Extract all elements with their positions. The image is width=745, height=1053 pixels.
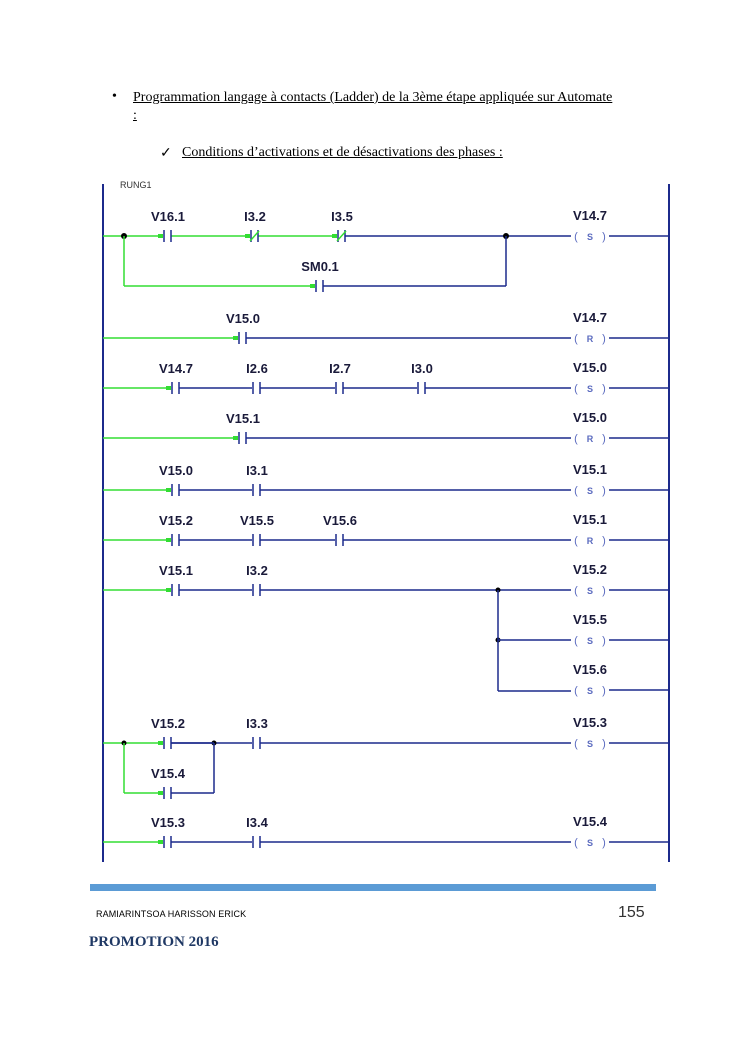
net1-contact-1-label: V16.1 — [151, 209, 185, 224]
net9-contact-1-label: V15.3 — [151, 815, 185, 830]
net8-parallel-contact-label: V15.4 — [151, 766, 186, 781]
net7-coil-2-paren-left: ( — [574, 635, 578, 647]
bullet-symbol: • — [112, 89, 117, 104]
net7-coil-3-paren-right: ) — [602, 685, 606, 697]
net8-coil-1-label: V15.3 — [573, 715, 607, 730]
page-number: 155 — [618, 904, 645, 921]
net5-contact-2-label: I3.1 — [246, 463, 268, 478]
net2-contact-1-label: V15.0 — [226, 311, 260, 326]
rung-label: RUNG1 — [120, 180, 152, 190]
net9-coil-1-paren-right: ) — [602, 837, 606, 849]
net2-coil-1-paren-left: ( — [574, 333, 578, 345]
net7-coil-1-label: V15.2 — [573, 562, 607, 577]
net4-coil-1-paren-left: ( — [574, 433, 578, 445]
net7-coil-3-label: V15.6 — [573, 662, 607, 677]
net9-coil-1-label: V15.4 — [573, 814, 608, 829]
net5-contact-1-label: V15.0 — [159, 463, 193, 478]
net3-contact-1-label: V14.7 — [159, 361, 193, 376]
net5-coil-1-label: V15.1 — [573, 462, 607, 477]
net9-contact-2-label: I3.4 — [246, 815, 268, 830]
net8-coil-1-paren-left: ( — [574, 738, 578, 750]
net3-contact-3-label: I2.7 — [329, 361, 351, 376]
net6-coil-1-op: R — [587, 536, 594, 546]
net5-coil-1-paren-left: ( — [574, 485, 578, 497]
net7-coil-3-paren-left: ( — [574, 685, 578, 697]
net1-coil-1-label: V14.7 — [573, 208, 607, 223]
net4-contact-1-label: V15.1 — [226, 411, 260, 426]
footer-bar — [90, 884, 656, 891]
net1-coil-1-op: S — [587, 232, 593, 242]
net1-contact-2-slash — [249, 230, 260, 242]
net5-coil-1-paren-right: ) — [602, 485, 606, 497]
net3-coil-1-op: S — [587, 384, 593, 394]
net2-coil-1-paren-right: ) — [602, 333, 606, 345]
net1-contact-2-label: I3.2 — [244, 209, 266, 224]
net1-parallel-contact-label: SM0.1 — [301, 259, 339, 274]
net6-contact-2-label: V15.5 — [240, 513, 274, 528]
net4-coil-1-paren-right: ) — [602, 433, 606, 445]
subheading-text: Conditions d’activations et de désactiva… — [182, 145, 503, 160]
net2-coil-1-label: V14.7 — [573, 310, 607, 325]
net1-contact-3-label: I3.5 — [331, 209, 353, 224]
net1-coil-1-paren-right: ) — [602, 231, 606, 243]
footer-promotion: PROMOTION 2016 — [89, 934, 219, 950]
net3-contact-2-label: I2.6 — [246, 361, 268, 376]
net5-coil-1-op: S — [587, 486, 593, 496]
net3-coil-1-paren-right: ) — [602, 383, 606, 395]
net7-contact-1-label: V15.1 — [159, 563, 193, 578]
net1-coil-1-paren-left: ( — [574, 231, 578, 243]
bullet-text: Programmation langage à contacts (Ladder… — [133, 90, 613, 123]
checkmark-icon: ✓ — [160, 146, 172, 161]
net7-coil-2-label: V15.5 — [573, 612, 607, 627]
net9-coil-1-paren-left: ( — [574, 837, 578, 849]
net7-coil-2-op: S — [587, 636, 593, 646]
net7-coil-1-paren-right: ) — [602, 585, 606, 597]
net4-coil-1-label: V15.0 — [573, 410, 607, 425]
net8-contact-2-label: I3.3 — [246, 716, 268, 731]
net9-coil-1-op: S — [587, 838, 593, 848]
net8-coil-1-op: S — [587, 739, 593, 749]
net7-coil-1-op: S — [587, 586, 593, 596]
net7-coil-1-paren-left: ( — [574, 585, 578, 597]
net6-coil-1-paren-right: ) — [602, 535, 606, 547]
net6-contact-3-label: V15.6 — [323, 513, 357, 528]
net3-coil-1-label: V15.0 — [573, 360, 607, 375]
net7-coil-2-paren-right: ) — [602, 635, 606, 647]
net1-contact-3-slash — [336, 230, 347, 242]
net7-contact-2-label: I3.2 — [246, 563, 268, 578]
net6-coil-1-label: V15.1 — [573, 512, 607, 527]
net7-coil-3-op: S — [587, 686, 593, 696]
net6-contact-1-label: V15.2 — [159, 513, 193, 528]
footer-author: RAMIARINTSOA HARISSON ERICK — [96, 909, 247, 919]
net6-coil-1-paren-left: ( — [574, 535, 578, 547]
net3-coil-1-paren-left: ( — [574, 383, 578, 395]
net3-contact-4-label: I3.0 — [411, 361, 433, 376]
net8-contact-1-label: V15.2 — [151, 716, 185, 731]
net8-coil-1-paren-right: ) — [602, 738, 606, 750]
net2-coil-1-op: R — [587, 334, 594, 344]
net4-coil-1-op: R — [587, 434, 594, 444]
